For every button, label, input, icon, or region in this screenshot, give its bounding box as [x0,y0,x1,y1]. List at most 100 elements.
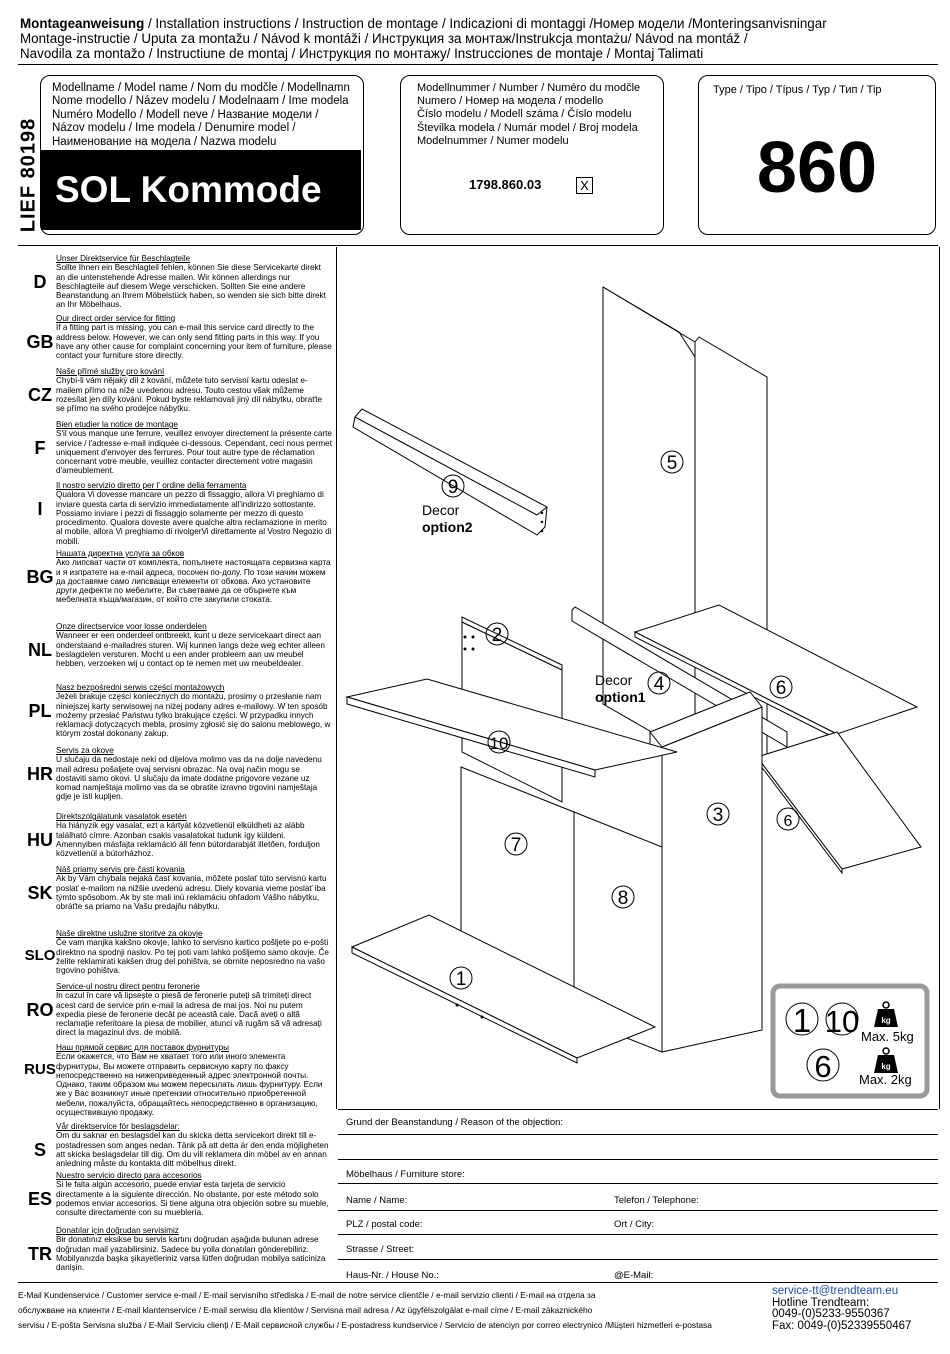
language-code: GB [26,332,54,352]
service-notice-body: Ha hiányzik egy vasalat, ezt a kártyát k… [56,821,320,859]
service-notice-title: Servis za okove [56,746,114,755]
service-notice-body: Bir donatınız eksikse bu servis kartını … [56,1235,326,1273]
plz-line[interactable] [338,1234,938,1235]
svg-text:8: 8 [618,888,629,909]
svg-text:1: 1 [456,969,467,990]
lief-text: LIEF 80198 [17,117,40,233]
weight-max-a: Max. 5kg [861,1029,914,1044]
service-notice-title: Náš priamy servis pre časti kovania [56,865,185,874]
part-label-6b: 6 [776,807,800,831]
header-line-1: Montageanweisung / Installation instruct… [20,16,940,31]
part-label-10: 10 [487,730,511,754]
header: Montageanweisung / Installation instruct… [20,16,940,61]
number-label-line: Modellnummer / Number / Numéro du modčle [417,82,641,94]
section-rule [18,245,938,246]
service-notice-body: U slučaju da nedostaje neki od dijelova … [56,755,322,802]
part-8-door [573,811,663,1053]
plz-label: PLZ / postal code: [346,1219,423,1230]
service-notice-body: Jeżeli brakuje części koniecznych do mon… [56,692,331,739]
part-label-8: 8 [611,885,635,909]
service-notice-title: Нашата директна услуга за обков [56,549,185,558]
part-label-1: 1 [449,966,473,990]
service-email-link[interactable]: service-tt@trendteam.eu [772,1285,899,1297]
decor-option2-label: Decor [422,502,460,518]
service-notice: Nuestro servicio directo para accesorios… [56,1171,332,1217]
kg-weight-icon: kg [874,1001,898,1027]
service-notice: Onze directservice voor losse onderdelen… [56,622,332,668]
kg-weight-icon: kg [874,1047,898,1073]
reason-line-1[interactable] [338,1134,938,1135]
svg-text:5: 5 [667,453,678,474]
model-number: 1798.860.03 [469,177,542,192]
weight-part-10: 10 [825,1004,859,1039]
service-notice-body: Če vam manjka kakšno okovje, lahko to se… [56,938,329,976]
service-notice-title: Unser Direktservice für Beschlagteile [56,254,191,263]
language-code: F [34,438,46,458]
service-notice: Наш прямой сервис для поставок фурнитуры… [56,1043,332,1117]
service-notice-title: Il nostro servizio diretto per l' ordine… [56,481,247,490]
service-notice-body: Chybí-li vám nějaký díl z kování, můžete… [56,376,323,414]
model-number-labels: Modellnummer / Number / Numéro du modčle… [417,82,662,148]
model-number-checkbox[interactable]: X [576,177,593,194]
name-line[interactable] [338,1210,938,1211]
svg-text:9: 9 [448,477,459,498]
language-code: HU [27,830,53,850]
model-number-box: Modellnummer / Number / Numéro du modčle… [400,75,664,235]
service-notice-title: Nasz bezpośredni serwis części montażowy… [56,683,225,692]
part-label-3: 3 [706,802,730,826]
header-bold-title: Montageanweisung [20,16,145,31]
service-notice: Nasz bezpośredni serwis części montażowy… [56,683,332,739]
svg-text:3: 3 [713,805,724,826]
svg-text:6: 6 [784,813,793,830]
language-code: NL [28,640,52,660]
street-label: Strasse / Street: [346,1244,415,1255]
phone-label: Telefon / Telephone: [614,1195,699,1206]
street-line[interactable] [338,1259,938,1260]
type-value: 860 [756,128,878,208]
service-notice-body: Ако липсват части от комплекта, попълнет… [56,558,331,605]
number-label-line: Številka modela / Numár model / Broj mod… [417,121,638,134]
store-line[interactable] [338,1183,938,1184]
weight-part-6: 6 [814,1049,831,1084]
part-9-rail [352,408,548,536]
header-line-3: Navodila za montažo / Instructiune de mo… [20,46,704,61]
language-code: TR [28,1244,52,1264]
service-notice-title: Naše direktne uslužne storitve za okovje [56,929,203,938]
service-notice-title: Service-ul nostru direct pentru feroneri… [56,982,200,991]
service-notice-body: Qualora Vi dovesse mancare un pezzo di f… [56,490,332,546]
service-notice: Naše direktne uslužne storitve za okovje… [56,929,332,975]
footer-contact: service-tt@trendteam.eu Hotline Trendtea… [772,1285,942,1332]
hotline-phone: 0049-(0)5233-9550367 [772,1308,890,1320]
store-label: Möbelhaus / Furniture store: [346,1169,465,1180]
part-label-5: 5 [660,450,684,474]
decor-option2-value: option2 [422,519,473,535]
reason-line-2[interactable] [338,1159,938,1160]
model-label-line: Наименование на модела / Nazwa modelu [52,135,277,148]
service-notice-title: Our direct order service for fitting [56,314,176,323]
service-notice-title: Vår direktservice för beslagsdelar: [56,1122,180,1131]
language-code: SLO [24,947,56,964]
service-notice-title: Donatılar için doğrudan servisimiz [56,1226,179,1235]
model-name-box: Modellname / Model name / Nom du modčle … [40,75,364,235]
part-3-side-right [661,706,763,1053]
diagram-frame [336,247,940,1109]
type-box: Type / Tipo / Típus / Typ / Тип / Tip 86… [698,75,936,235]
decor-labels: Decor option2 Decor option1 [422,502,646,705]
city-label: Ort / City: [614,1219,655,1230]
header-line-2: Montage-instructie / Uputa za montažu / … [20,31,748,46]
svg-text:10: 10 [490,734,509,753]
footer-service-text: E-Mail Kundenservice / Customer service … [18,1288,758,1333]
service-notice-title: Наш прямой сервис для поставок фурнитуры [56,1043,229,1052]
part-label-9: 9 [441,474,465,498]
service-notice-title: Bien etudier la notice de montage [56,420,178,429]
svg-text:6: 6 [776,678,787,699]
language-code: ES [27,1189,52,1209]
